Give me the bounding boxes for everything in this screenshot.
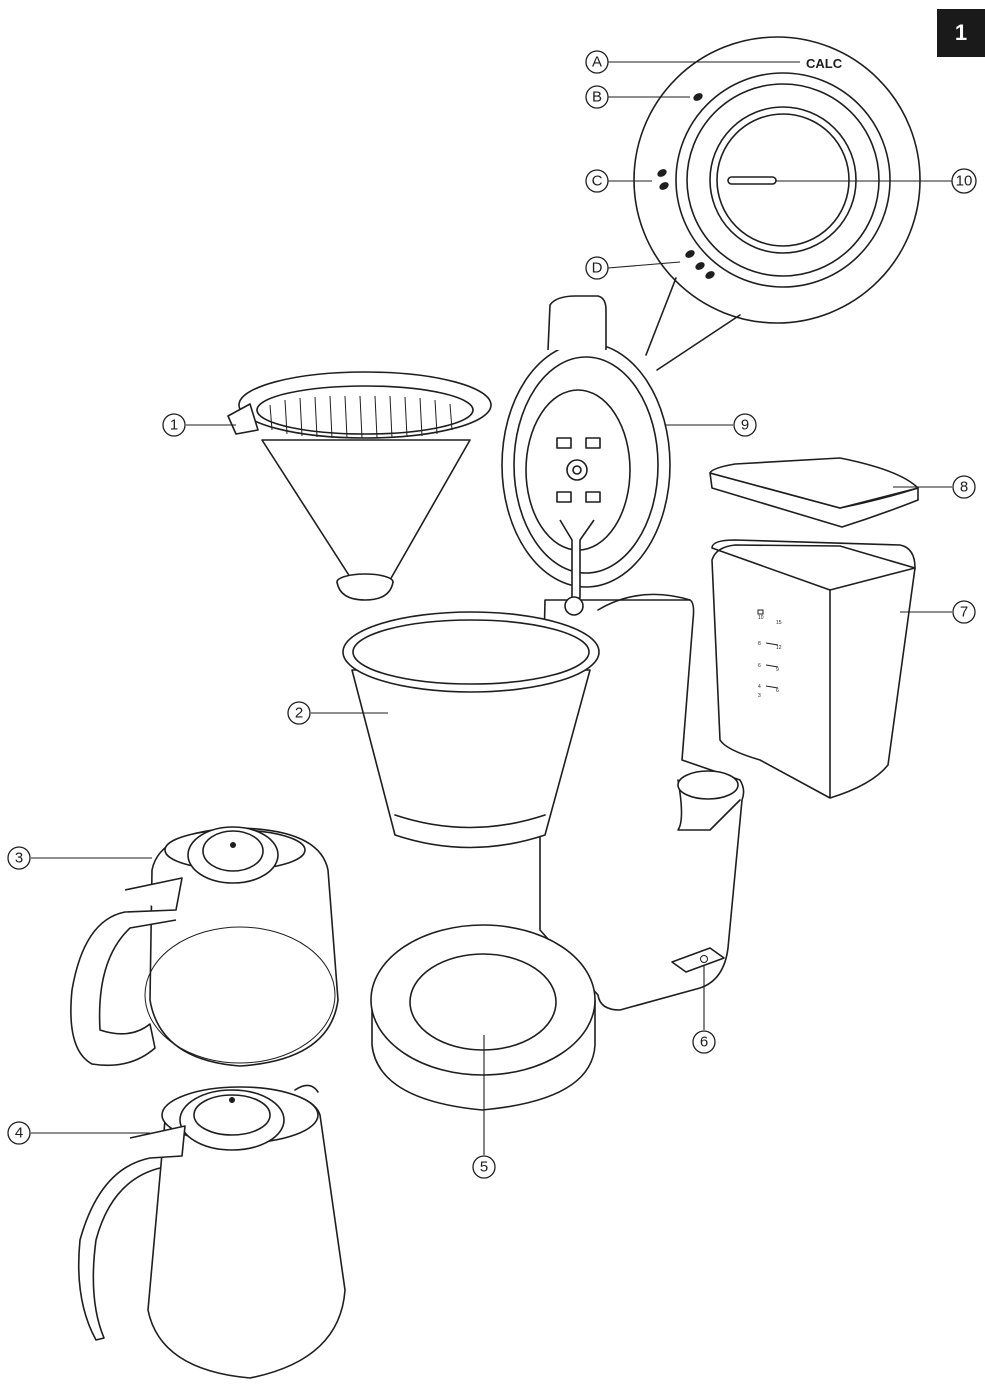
svg-text:10: 10 — [758, 615, 764, 621]
svg-text:6: 6 — [758, 663, 761, 669]
callout-d: D — [585, 256, 681, 280]
swing-lid — [501, 295, 671, 616]
calc-label: CALC — [806, 56, 843, 71]
control-panel-detail: CALC — [633, 36, 921, 371]
svg-text:5: 5 — [480, 1159, 488, 1176]
svg-text:15: 15 — [776, 620, 782, 626]
callout-9: 9 — [665, 413, 757, 437]
filter-basket — [342, 611, 600, 849]
coffee-bean-icon — [685, 250, 715, 279]
svg-text:2: 2 — [295, 705, 303, 722]
svg-text:4: 4 — [758, 684, 761, 690]
callout-5: 5 — [472, 1035, 496, 1179]
machine-body — [539, 593, 745, 1011]
svg-text:C: C — [592, 173, 603, 190]
callout-8: 8 — [893, 475, 976, 499]
svg-text:4: 4 — [15, 1125, 23, 1142]
coffee-bean-icon — [693, 93, 703, 101]
svg-text:10: 10 — [956, 173, 973, 190]
svg-text:12: 12 — [776, 645, 782, 651]
page-number-badge: 1 — [937, 9, 985, 57]
tank-lid — [709, 457, 919, 528]
power-icon — [700, 955, 708, 963]
filter-holder — [227, 371, 492, 601]
svg-text:1: 1 — [170, 417, 178, 434]
callout-10: 10 — [776, 168, 977, 194]
svg-text:A: A — [592, 54, 602, 71]
svg-text:3: 3 — [758, 693, 761, 699]
callout-7: 7 — [900, 600, 976, 624]
callout-4: 4 — [7, 1121, 150, 1145]
svg-text:8: 8 — [758, 641, 761, 647]
aroma-indicator-slot — [727, 176, 777, 185]
svg-text:9: 9 — [776, 667, 779, 673]
callout-1: 1 — [162, 413, 236, 437]
callout-b: B — [585, 85, 690, 109]
coffee-bean-icon — [657, 169, 669, 190]
water-tank: 10 8 6 4 3 15 12 9 6 — [711, 539, 916, 799]
callout-c: C — [585, 169, 652, 193]
callout-6: 6 — [692, 966, 716, 1054]
svg-text:8: 8 — [960, 479, 968, 496]
svg-text:6: 6 — [776, 688, 779, 694]
svg-text:3: 3 — [15, 850, 23, 867]
water-level-scale: 10 8 6 4 3 15 12 9 6 — [757, 609, 782, 699]
thermal-jug — [77, 1084, 346, 1379]
svg-text:9: 9 — [741, 417, 749, 434]
svg-text:7: 7 — [960, 604, 968, 621]
base-hotplate — [370, 924, 596, 1111]
glass-jug — [70, 826, 339, 1067]
svg-text:B: B — [592, 89, 602, 106]
svg-text:D: D — [592, 260, 603, 277]
callout-2: 2 — [287, 701, 388, 725]
svg-text:6: 6 — [700, 1034, 708, 1051]
callout-3: 3 — [7, 846, 152, 870]
callout-a: A — [585, 50, 800, 74]
cup-icon — [757, 609, 764, 615]
